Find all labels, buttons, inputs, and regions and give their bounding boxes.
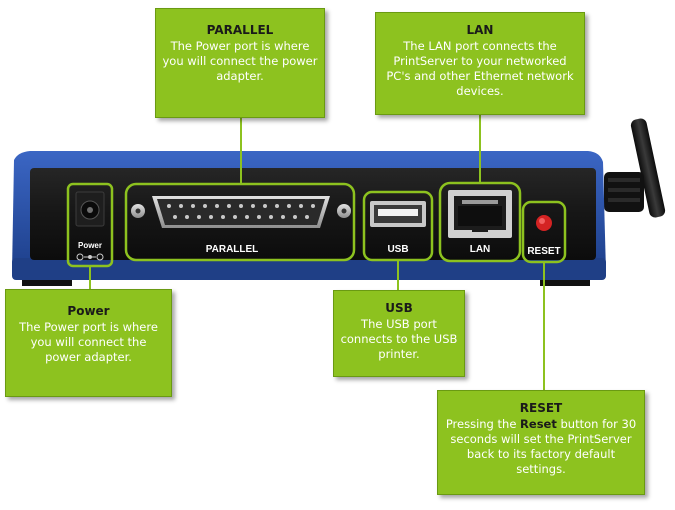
antenna <box>604 118 666 218</box>
device-label-reset: RESET <box>527 246 560 257</box>
callout-lan-title: LAN <box>466 23 494 37</box>
callout-reset-body-bold: Reset <box>520 417 557 431</box>
lan-port <box>448 190 512 238</box>
parallel-port <box>131 196 351 228</box>
callout-power-title: Power <box>67 304 110 318</box>
callout-reset-body-pre: Pressing the <box>445 417 521 431</box>
callout-reset-title: RESET <box>519 401 563 415</box>
reset-button <box>536 215 552 231</box>
leader-reset <box>543 261 545 391</box>
callout-usb: USB The USB port connects to the USB pri… <box>333 290 465 377</box>
callout-usb-body: The USB port connects to the USB printer… <box>340 317 458 361</box>
callout-lan: LAN The LAN port connects the PrintServe… <box>375 12 585 115</box>
device-label-usb: USB <box>387 244 408 255</box>
device-label-parallel: PARALLEL <box>206 244 259 255</box>
leader-lan <box>479 115 481 184</box>
leader-power <box>89 265 91 290</box>
leader-parallel <box>240 118 242 185</box>
callout-reset-body: Pressing the Reset button for 30 seconds… <box>444 417 638 477</box>
power-jack <box>75 191 105 261</box>
device-bottom-shell <box>12 258 606 280</box>
device-label-power: Power <box>78 241 102 250</box>
callout-usb-title: USB <box>385 301 413 315</box>
callout-parallel: PARALLEL The Power port is where you wil… <box>155 8 325 118</box>
callout-reset: RESET Pressing the Reset button for 30 s… <box>437 390 645 495</box>
usb-port <box>370 201 426 227</box>
callout-power-body: The Power port is where you will connect… <box>19 320 158 364</box>
callout-parallel-title: PARALLEL <box>206 23 274 37</box>
callout-reset-body-post: button for 30 seconds will set the Print… <box>450 417 637 476</box>
callout-lan-body: The LAN port connects the PrintServer to… <box>386 39 574 98</box>
leader-usb <box>397 259 399 291</box>
callout-parallel-body: The Power port is where you will connect… <box>162 39 318 83</box>
device-label-lan: LAN <box>470 244 491 255</box>
callout-power: Power The Power port is where you will c… <box>5 289 172 397</box>
